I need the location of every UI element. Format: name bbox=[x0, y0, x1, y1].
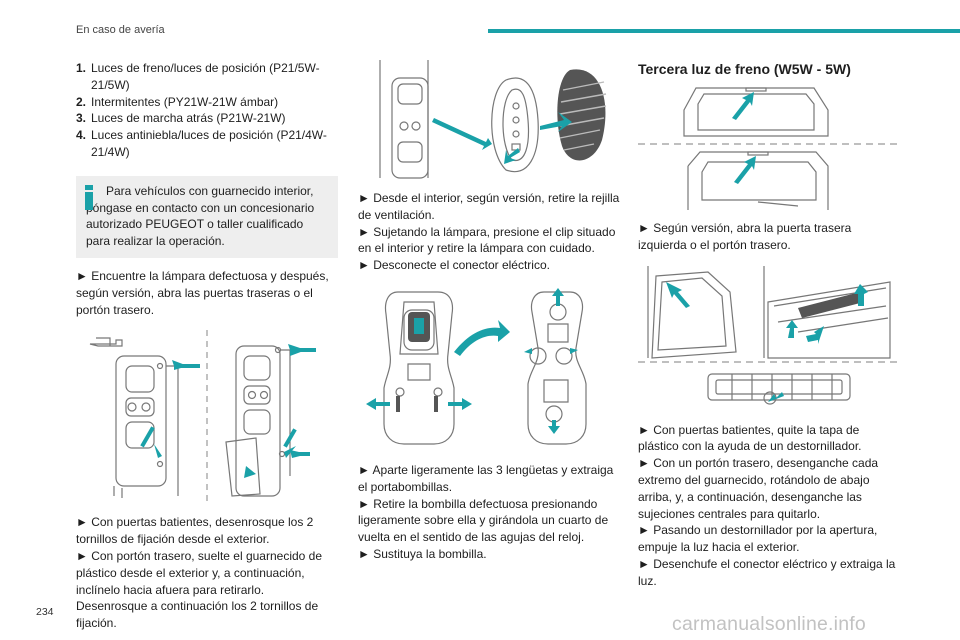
step-text: ► Según versión, abra la puerta trasera … bbox=[638, 221, 852, 252]
step-text: ► Sujetando la lámpara, presione el clip… bbox=[358, 224, 616, 256]
step-text: ► Con un portón trasero, desenganche cad… bbox=[638, 456, 879, 521]
header-accent-rule bbox=[488, 29, 960, 33]
watermark-text: carmanualsonline.info bbox=[672, 613, 866, 635]
step-text: ► Pasando un destornillador por la apert… bbox=[638, 523, 878, 555]
info-note-text: Para vehículos con guarnecido interior, … bbox=[86, 183, 315, 249]
third-brake-light-removal-figure bbox=[638, 265, 900, 405]
list-item: 1.Luces de freno/luces de posición (P21/… bbox=[76, 61, 320, 92]
list-item: 2.Intermitentes (PY21W-21W ámbar) bbox=[76, 94, 279, 109]
step-text: ► Con portón trasero, suelte el guarneci… bbox=[76, 548, 323, 597]
step-text: ► Aparte ligeramente las 3 lengüetas y e… bbox=[358, 462, 614, 494]
vent-grille-lamp-figure bbox=[379, 60, 607, 179]
list-item: 3.Luces de marcha atrás (P21W-21W) bbox=[76, 111, 286, 126]
step-text: ► Sustituya la bombilla. bbox=[358, 546, 487, 561]
step-text: ► Desde el interior, según versión, reti… bbox=[358, 191, 620, 222]
info-note: Para vehículos con guarnecido interior, … bbox=[76, 175, 338, 258]
bulb-holder-figure bbox=[366, 287, 587, 445]
step-text: Desenrosque a continuación los 2 tornill… bbox=[76, 599, 319, 631]
step-text: ► Encuentre la lámpara defectuosa y desp… bbox=[76, 268, 329, 317]
step-text: ► Con puertas batientes, quite la tapa d… bbox=[638, 422, 862, 454]
step-text: ► Retire la bombilla defectuosa presiona… bbox=[358, 496, 609, 545]
column-right: Tercera luz de freno (W5W - 5W) ► Según … bbox=[638, 60, 900, 590]
third-brake-light-location-figure bbox=[638, 87, 900, 210]
section-title: Tercera luz de freno (W5W - 5W) bbox=[638, 61, 851, 77]
bulb-list: 1.Luces de freno/luces de posición (P21/… bbox=[76, 60, 338, 161]
step-text: ► Desconecte el conector eléctrico. bbox=[358, 258, 550, 273]
rear-lamp-removal-figure bbox=[89, 330, 316, 505]
column-middle: ► Desde el interior, según versión, reti… bbox=[358, 60, 620, 563]
list-item: 4.Luces antiniebla/luces de posición (P2… bbox=[76, 128, 327, 159]
info-icon bbox=[85, 184, 93, 210]
page-number: 234 bbox=[36, 606, 54, 618]
column-left: 1.Luces de freno/luces de posición (P21/… bbox=[76, 60, 338, 632]
header-section-title: En caso de avería bbox=[76, 24, 165, 36]
step-text: ► Desenchufe el conector eléctrico y ext… bbox=[638, 556, 896, 588]
step-text: ► Con puertas batientes, desenrosque los… bbox=[76, 515, 314, 547]
